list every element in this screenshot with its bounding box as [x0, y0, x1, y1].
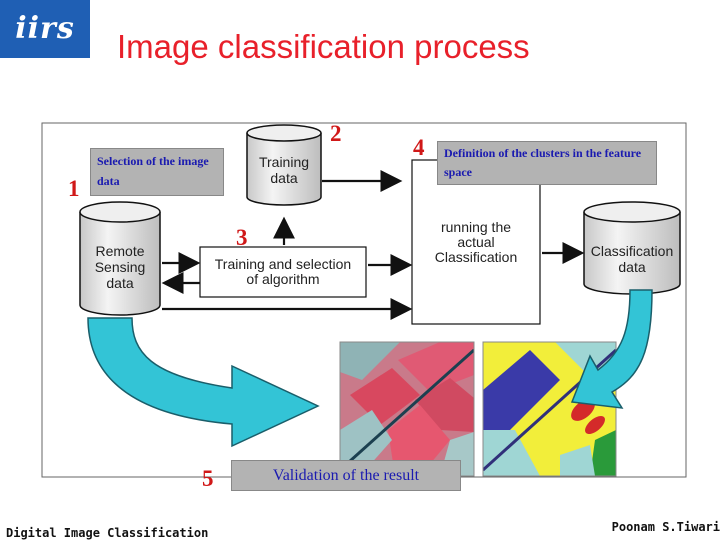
remote-sensing-label: Remote Sensing data — [94, 243, 146, 291]
running-classification-label: running the actual Classification — [434, 219, 518, 265]
classified-map-image — [483, 342, 616, 476]
footer-right: Poonam S.Tiwari — [611, 520, 720, 534]
classification-data-cylinder — [583, 201, 681, 295]
definition-label: Definition of the clusters in the featur… — [437, 141, 657, 185]
iirs-logo: iirs — [0, 0, 90, 58]
step-number-2: 2 — [330, 121, 342, 146]
validation-label: Validation of the result — [231, 460, 461, 491]
step-number-4: 4 — [413, 135, 425, 160]
classification-data-label: Classification data — [590, 243, 674, 275]
satellite-image — [340, 342, 474, 476]
step-number-3: 3 — [236, 225, 248, 250]
selection-label: Selection of the image data — [90, 148, 224, 196]
validation-flow-arrow-left — [87, 317, 320, 448]
training-data-cylinder — [246, 124, 322, 206]
footer-left: Digital Image Classification — [6, 526, 209, 540]
training-data-label: Training data — [258, 154, 310, 186]
running-classification-box — [411, 159, 541, 325]
step-number-5: 5 — [202, 466, 214, 491]
training-selection-label: Training and selection of algorithm — [214, 256, 352, 287]
step-number-1: 1 — [68, 176, 80, 201]
slide-title: Image classification process — [117, 28, 530, 65]
validation-flow-arrow-right — [570, 289, 653, 409]
remote-sensing-cylinder — [79, 201, 161, 316]
